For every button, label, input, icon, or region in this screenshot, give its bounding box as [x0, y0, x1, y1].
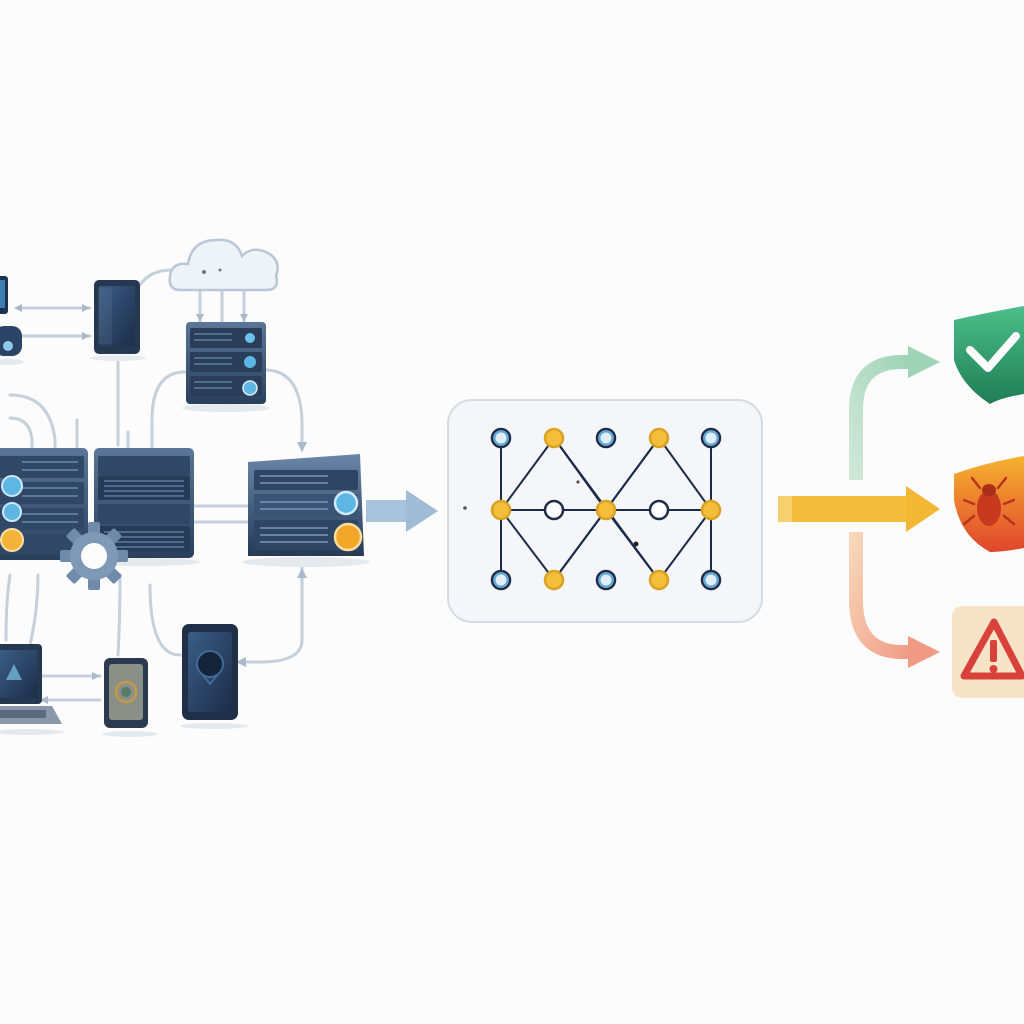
arrowhead [82, 304, 90, 312]
graph-panel [447, 399, 763, 623]
rack-server-icon [0, 448, 88, 560]
graph-node-yellow [648, 569, 670, 591]
shield-bug-icon [954, 456, 1024, 552]
arrowhead [196, 314, 204, 322]
desktop-icon [0, 276, 24, 365]
arrowhead [40, 696, 48, 704]
graph-nodes [490, 427, 722, 591]
wire [148, 583, 182, 657]
graph-edge [500, 437, 555, 511]
malicious-arrow [778, 486, 940, 532]
warning-arrow [849, 532, 940, 668]
arrowhead [14, 304, 22, 312]
flow-arrow [366, 490, 438, 532]
graph-node-yellow [595, 499, 617, 521]
graph-node-ring [493, 430, 509, 446]
arrowhead [92, 672, 100, 680]
graph-edge [658, 437, 712, 511]
smartphone-icon [180, 624, 248, 729]
arrowhead [240, 314, 248, 322]
wire [4, 573, 12, 642]
arrowhead [297, 568, 307, 578]
graph-node-white [543, 499, 565, 521]
graph-node-yellow [490, 499, 512, 521]
wire [150, 370, 187, 450]
graph-node-ring [493, 572, 509, 588]
wire [8, 416, 34, 452]
cloud-icon [168, 238, 279, 292]
laptop-icon [0, 644, 64, 735]
graph-node-ring [703, 572, 719, 588]
warning-triangle-icon [952, 606, 1024, 698]
arrowhead [236, 657, 246, 667]
wire [8, 393, 57, 452]
shield-check-icon [954, 306, 1024, 404]
graph-node-white [648, 499, 670, 521]
rack-server-icon [242, 454, 370, 567]
graph-node-ring [703, 430, 719, 446]
wire [28, 573, 40, 647]
wire [138, 268, 174, 287]
graph-edge [658, 509, 712, 581]
arrowhead [297, 442, 307, 452]
rack-server-icon [182, 322, 270, 412]
smartphone-icon [102, 658, 158, 737]
graph-node-yellow [648, 427, 670, 449]
graph-node-yellow [700, 499, 722, 521]
graph-node-yellow [543, 569, 565, 591]
tablet-icon [90, 280, 146, 361]
wire [236, 558, 304, 664]
graph-edge [500, 509, 555, 581]
wire [116, 573, 122, 657]
rack-server-icon [88, 448, 200, 566]
arrowhead [82, 332, 90, 340]
gear-icon [60, 522, 128, 590]
graph-edges [500, 437, 712, 581]
graph-node-ring [598, 572, 614, 588]
graph-node-yellow [543, 427, 565, 449]
graph-node-ring [598, 430, 614, 446]
wire [263, 368, 304, 452]
wire-arrowheads [14, 304, 307, 704]
infrastructure-wires [4, 268, 304, 702]
safe-arrow [849, 346, 940, 480]
